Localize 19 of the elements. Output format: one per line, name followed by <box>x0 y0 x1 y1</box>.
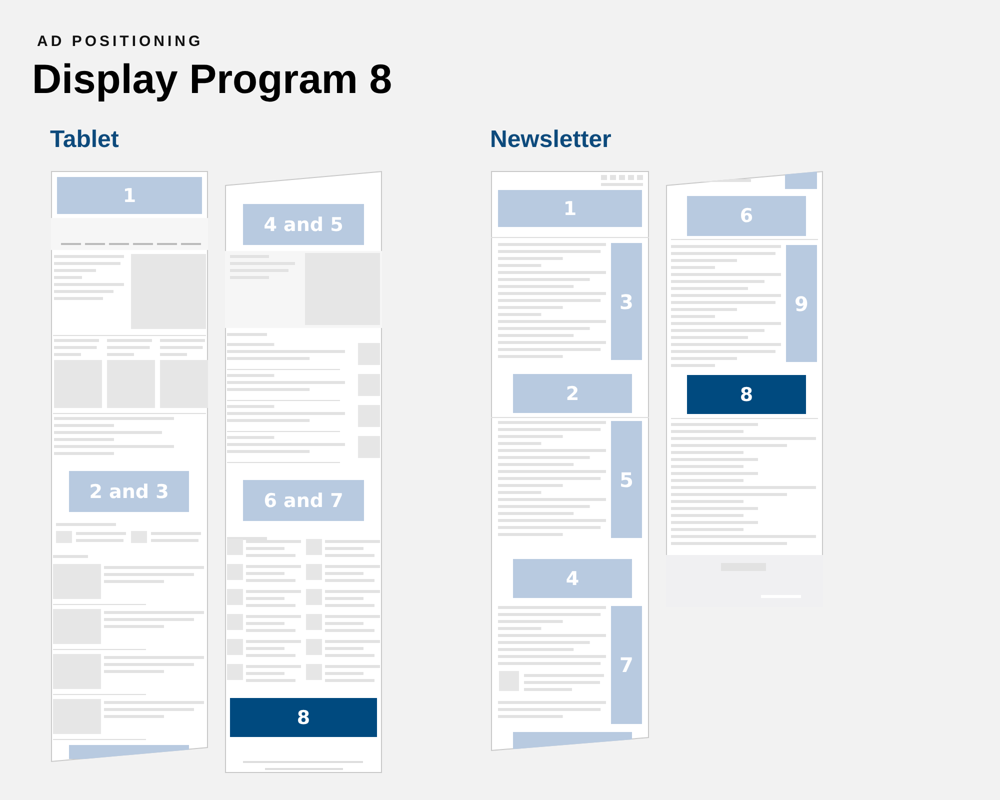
ad-slot: 8 <box>687 375 806 414</box>
ad-slot: 1 <box>498 190 642 227</box>
ad-slot: 1 <box>57 177 202 214</box>
ad-slot: 2 and 3 <box>69 471 189 512</box>
ad-slot: 5 <box>611 421 642 538</box>
ad-slot: 6 <box>687 196 806 236</box>
page-title: Display Program 8 <box>32 56 392 103</box>
ad-slot: 8 <box>230 698 377 737</box>
section-heading: Newsletter <box>490 126 612 154</box>
ad-slot: 3 <box>611 243 642 360</box>
ad-slot: 4 and 5 <box>243 204 364 245</box>
ad-slot: 7 <box>611 606 642 724</box>
ad-slot: 2 <box>513 374 632 413</box>
ad-slot: 6 and 7 <box>243 480 364 521</box>
ad-placeholder <box>785 171 817 189</box>
ad-slot: 4 <box>513 559 632 598</box>
section-heading: Tablet <box>50 126 119 154</box>
kicker-text: AD POSITIONING <box>37 33 204 50</box>
ad-slot: 9 <box>786 245 817 362</box>
